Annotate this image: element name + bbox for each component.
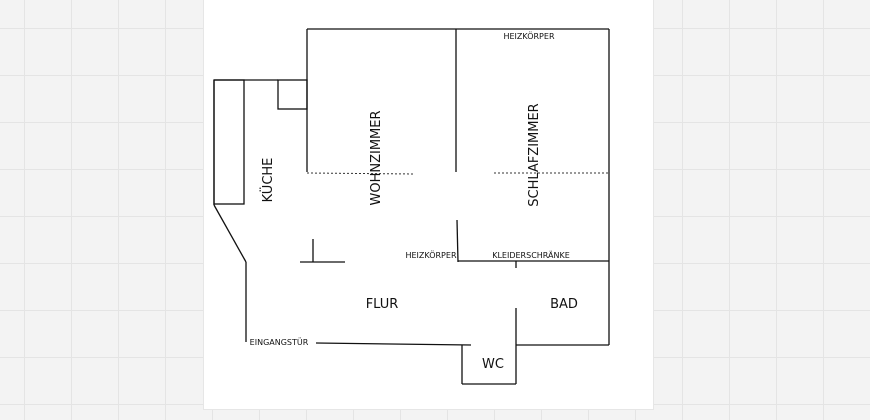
room-label-schlafzimmer: SCHLAFZIMMER: [527, 103, 542, 206]
wall-kitchen-diagonal: [213, 204, 247, 263]
drawing-canvas: [204, 0, 653, 409]
walls: [213, 28, 610, 385]
room-label-flur: FLUR: [366, 297, 399, 312]
label-kleiderschraenke: KLEIDERSCHRÄNKE: [492, 250, 570, 260]
kitchen-counter: [213, 79, 245, 205]
room-label-kueche: KÜCHE: [259, 158, 276, 203]
dotted-living-line: [306, 172, 416, 175]
room-label-bad: BAD: [550, 297, 578, 312]
label-heizkoerper-top: HEIZKÖRPER: [503, 31, 554, 41]
label-eingangstuer: EINGANGSTÜR: [250, 337, 309, 347]
room-label-wohnzimmer: WOHNZIMMER: [369, 110, 384, 205]
wall-divider-lower: [456, 219, 459, 263]
label-heizkoerper-mid: HEIZKÖRPER: [405, 250, 456, 260]
chimney: [277, 79, 308, 110]
room-label-wc: WC: [482, 357, 504, 372]
wall-bottom-left: [315, 342, 472, 346]
